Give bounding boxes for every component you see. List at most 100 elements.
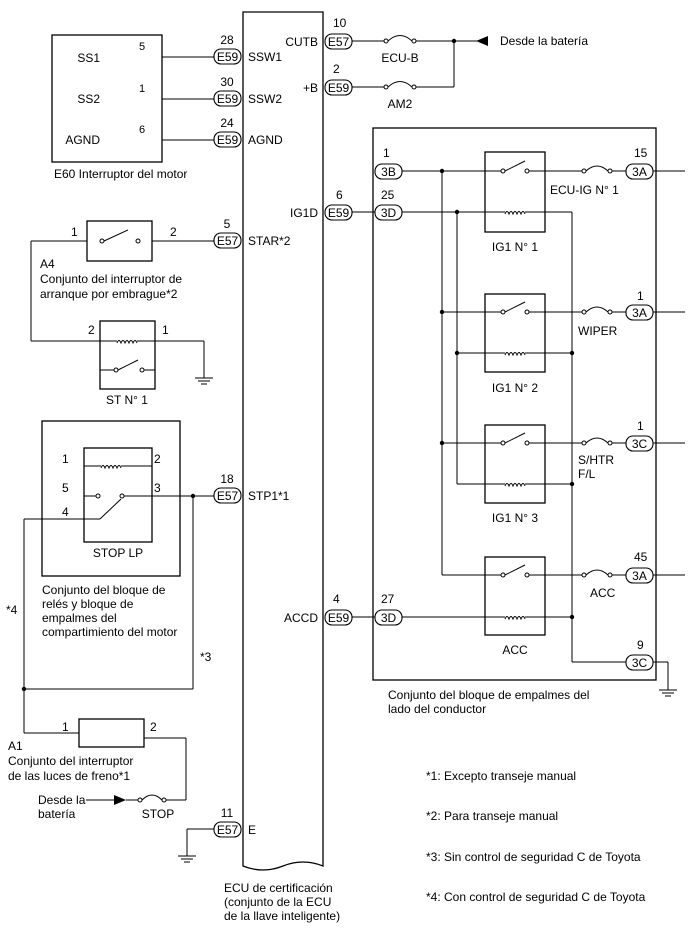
engine-switch-pin-ss1: SS1 — [77, 51, 100, 65]
engine-switch-pin-ss2: SS2 — [77, 92, 100, 106]
clutch-switch-wires — [30, 240, 214, 342]
jb-out-3a-1: 3A 1 — [625, 289, 654, 321]
svg-text:3A: 3A — [632, 306, 647, 320]
stop-lp-relay-box — [83, 447, 153, 543]
fuse-shtr-label-2: F/L — [578, 467, 596, 481]
ecu-pin-accd: E59 4 ACCD — [284, 592, 353, 626]
svg-text:SSW2: SSW2 — [248, 92, 282, 106]
svg-text:27: 27 — [381, 592, 395, 606]
svg-text:CUTB: CUTB — [285, 35, 318, 49]
fuse-wiper-icon — [581, 306, 613, 315]
jb-out-3c-1: 3C 1 — [625, 419, 654, 452]
svg-text:E59: E59 — [328, 206, 350, 220]
svg-text:E57: E57 — [217, 489, 239, 503]
svg-text:3C: 3C — [632, 656, 648, 670]
svg-text:STAR*2: STAR*2 — [248, 234, 291, 248]
ecu-pin-agnd: E59 24 AGND — [213, 116, 283, 148]
st-relay-pin-1: 1 — [162, 323, 169, 337]
svg-text:2: 2 — [333, 62, 340, 76]
ecu-pin-stp1: E57 18 STP1*1 — [213, 472, 290, 504]
ecu-pin-plusb: E59 2 +B — [303, 62, 353, 96]
svg-text:E59: E59 — [217, 50, 239, 64]
svg-text:25: 25 — [381, 188, 395, 202]
stoplight-switch-label-2: de las luces de freno*1 — [8, 769, 130, 783]
ecu-label-2: (conjunto de la ECU — [224, 895, 331, 909]
stop-lp-label: STOP LP — [93, 546, 143, 560]
battery-junction-dot — [451, 38, 457, 44]
svg-text:ACCD: ACCD — [284, 611, 318, 625]
svg-text:15: 15 — [634, 146, 648, 160]
relay-ig1-no3-label: IG1 N° 3 — [492, 511, 538, 525]
engine-relay-block-label-3: empalmes del — [42, 611, 117, 625]
svg-text:1: 1 — [637, 289, 644, 303]
relay-ig1-no2-label: IG1 N° 2 — [492, 381, 538, 395]
fuse-ecu-ig-label: ECU-IG N° 1 — [550, 183, 619, 197]
svg-text:E57: E57 — [328, 35, 350, 49]
stoplight-switch-pin-2: 2 — [150, 720, 157, 734]
svg-text:IG1D: IG1D — [290, 206, 318, 220]
st-relay-label: ST N° 1 — [106, 393, 148, 407]
svg-text:10: 10 — [333, 16, 347, 30]
battery-label-top: Desde la batería — [500, 34, 588, 48]
svg-text:45: 45 — [634, 550, 648, 564]
relay-acc — [484, 556, 546, 636]
jb-junction-dots — [439, 168, 575, 620]
battery-arrow-icon — [476, 36, 488, 46]
svg-text:1: 1 — [383, 146, 390, 160]
svg-text:E: E — [248, 823, 256, 837]
fuse-stop-label: STOP — [142, 807, 174, 821]
svg-text:E57: E57 — [217, 823, 239, 837]
svg-text:6: 6 — [336, 188, 343, 202]
svg-text:9: 9 — [637, 638, 644, 652]
svg-text:SSW1: SSW1 — [248, 50, 282, 64]
stoplight-switch-label-1: Conjunto del interruptor — [8, 754, 133, 768]
fuse-acc-icon — [581, 569, 613, 578]
note-4: *4: Con control de seguridad C de Toyota — [426, 890, 646, 904]
jb-out-3a-45: 3A 45 — [625, 550, 654, 584]
stop-lp-internal-wires — [84, 465, 152, 520]
svg-text:+B: +B — [303, 81, 318, 95]
junction-block-label-2: lado del conductor — [388, 702, 486, 716]
fuse-wiper-label: WIPER — [578, 324, 618, 338]
ecu-body — [242, 11, 324, 871]
svg-text:3A: 3A — [632, 569, 647, 583]
stop-lp-pin-3: 3 — [154, 481, 161, 495]
stop-lp-pin-1: 1 — [62, 452, 69, 466]
fuse-ecu-ig-icon — [581, 165, 613, 174]
svg-text:4: 4 — [333, 592, 340, 606]
svg-text:11: 11 — [221, 806, 234, 820]
engine-switch-num-5: 5 — [139, 41, 145, 53]
svg-text:3C: 3C — [632, 437, 648, 451]
note-1: *1: Excepto transeje manual — [426, 769, 576, 783]
engine-switch-num-1: 1 — [139, 83, 145, 95]
stop-lp-coil-icon — [100, 465, 122, 469]
ground-icon-st — [195, 377, 213, 385]
svg-text:3A: 3A — [632, 165, 647, 179]
engine-switch-num-6: 6 — [139, 124, 145, 136]
fuse-stop-icon — [126, 794, 176, 803]
clutch-switch-pin-1: 1 — [71, 225, 78, 239]
svg-text:5: 5 — [224, 217, 231, 231]
svg-text:3D: 3D — [381, 611, 397, 625]
clutch-switch-label-2: arranque por embrague*2 — [40, 287, 178, 301]
engine-relay-block-label-1: Conjunto del bloque de — [42, 583, 166, 597]
st-relay-contact-icon — [100, 340, 155, 373]
note-2: *2: Para transeje manual — [426, 809, 558, 823]
engine-switch-label: E60 Interruptor del motor — [54, 167, 187, 181]
relay-ig1-no3 — [484, 424, 546, 504]
ecu-pin-ig1d: E59 6 IG1D — [290, 188, 353, 221]
svg-text:28: 28 — [220, 33, 234, 47]
stop-lp-pin-4: 4 — [62, 505, 69, 519]
jb-bus-wires — [402, 170, 626, 663]
junction-block-box — [372, 127, 657, 681]
svg-text:18: 18 — [220, 472, 234, 486]
engine-relay-block-box — [41, 420, 181, 577]
stoplight-switch-pin-1: 1 — [62, 720, 69, 734]
clutch-switch-box — [86, 220, 153, 262]
svg-text:AGND: AGND — [248, 133, 283, 147]
relay-ig1-no1-label: IG1 N° 1 — [492, 240, 538, 254]
st-relay-box — [99, 320, 156, 390]
stop-light-wires — [23, 495, 214, 734]
fuse-ecu-b-icon — [372, 35, 428, 44]
